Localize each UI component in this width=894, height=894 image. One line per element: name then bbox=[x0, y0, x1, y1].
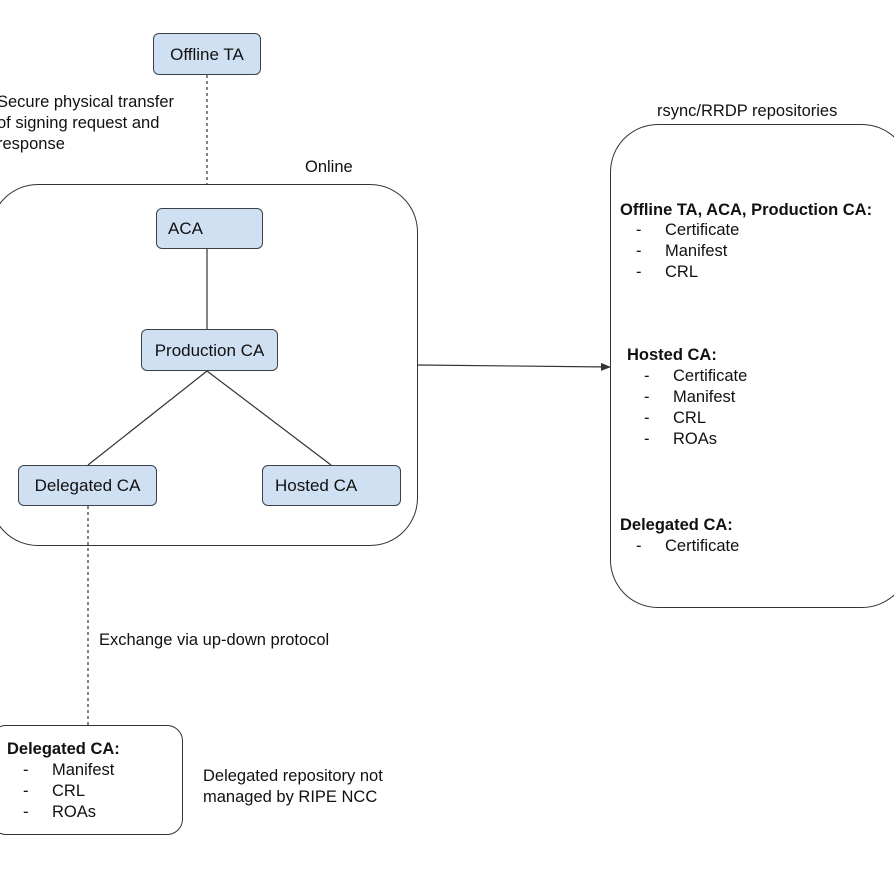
secure-transfer-line-2: of signing request and bbox=[0, 114, 160, 132]
list-bullet: - bbox=[23, 782, 29, 800]
list-item: ROAs bbox=[673, 430, 718, 448]
secure-transfer-line-3: response bbox=[0, 135, 65, 153]
list-item: Manifest bbox=[673, 388, 736, 406]
repositories-title: rsync/RRDP repositories bbox=[657, 102, 838, 120]
production-to-delegated-line bbox=[87, 370, 208, 466]
delegated-ca-node: Delegated CA bbox=[18, 465, 157, 506]
delegated-repository-container bbox=[0, 725, 183, 835]
list-bullet: - bbox=[23, 803, 29, 821]
list-bullet: - bbox=[644, 388, 650, 406]
hosted-ca-node: Hosted CA bbox=[262, 465, 401, 506]
list-item: CRL bbox=[52, 782, 86, 800]
list-item: CRL bbox=[673, 409, 707, 427]
list-item: Certificate bbox=[665, 221, 740, 239]
hosted-ca-label: Hosted CA bbox=[275, 476, 358, 495]
aca-label: ACA bbox=[168, 219, 203, 238]
online-label: Online bbox=[305, 158, 353, 176]
repo-section-heading: Hosted CA: bbox=[627, 346, 717, 364]
repo-section-heading: Offline TA, ACA, Production CA: bbox=[620, 201, 873, 219]
aca-node: ACA bbox=[156, 208, 263, 249]
production-to-hosted-line bbox=[206, 370, 332, 466]
list-bullet: - bbox=[636, 537, 642, 555]
list-bullet: - bbox=[644, 367, 650, 385]
offline-ta-node: Offline TA bbox=[153, 33, 261, 75]
list-item: Manifest bbox=[665, 242, 728, 260]
offline-ta-label: Offline TA bbox=[170, 44, 244, 64]
list-item: Certificate bbox=[673, 367, 748, 385]
online-to-repositories-arrow bbox=[417, 362, 611, 371]
list-bullet: - bbox=[636, 263, 642, 281]
list-item: CRL bbox=[665, 263, 699, 281]
list-bullet: - bbox=[636, 221, 642, 239]
list-item: Certificate bbox=[665, 537, 740, 555]
delegated-ca-label: Delegated CA bbox=[34, 476, 141, 495]
repo-section-heading: Delegated CA: bbox=[620, 516, 733, 534]
secure-transfer-line-1: Secure physical transfer bbox=[0, 93, 174, 111]
exchange-label: Exchange via up-down protocol bbox=[99, 631, 330, 649]
list-bullet: - bbox=[644, 430, 650, 448]
production-ca-node: Production CA bbox=[141, 329, 278, 371]
delegated-repo-note-line-2: managed by RIPE NCC bbox=[203, 788, 378, 806]
list-item: Manifest bbox=[52, 761, 115, 779]
delegated-repo-note-line-1: Delegated repository not bbox=[203, 767, 383, 785]
list-item: ROAs bbox=[52, 803, 97, 821]
repositories-container bbox=[610, 124, 894, 608]
list-bullet: - bbox=[23, 761, 29, 779]
list-bullet: - bbox=[636, 242, 642, 260]
production-ca-label: Production CA bbox=[154, 340, 265, 360]
list-bullet: - bbox=[644, 409, 650, 427]
delegated-repo-heading: Delegated CA: bbox=[7, 740, 120, 758]
online-container bbox=[0, 184, 418, 546]
